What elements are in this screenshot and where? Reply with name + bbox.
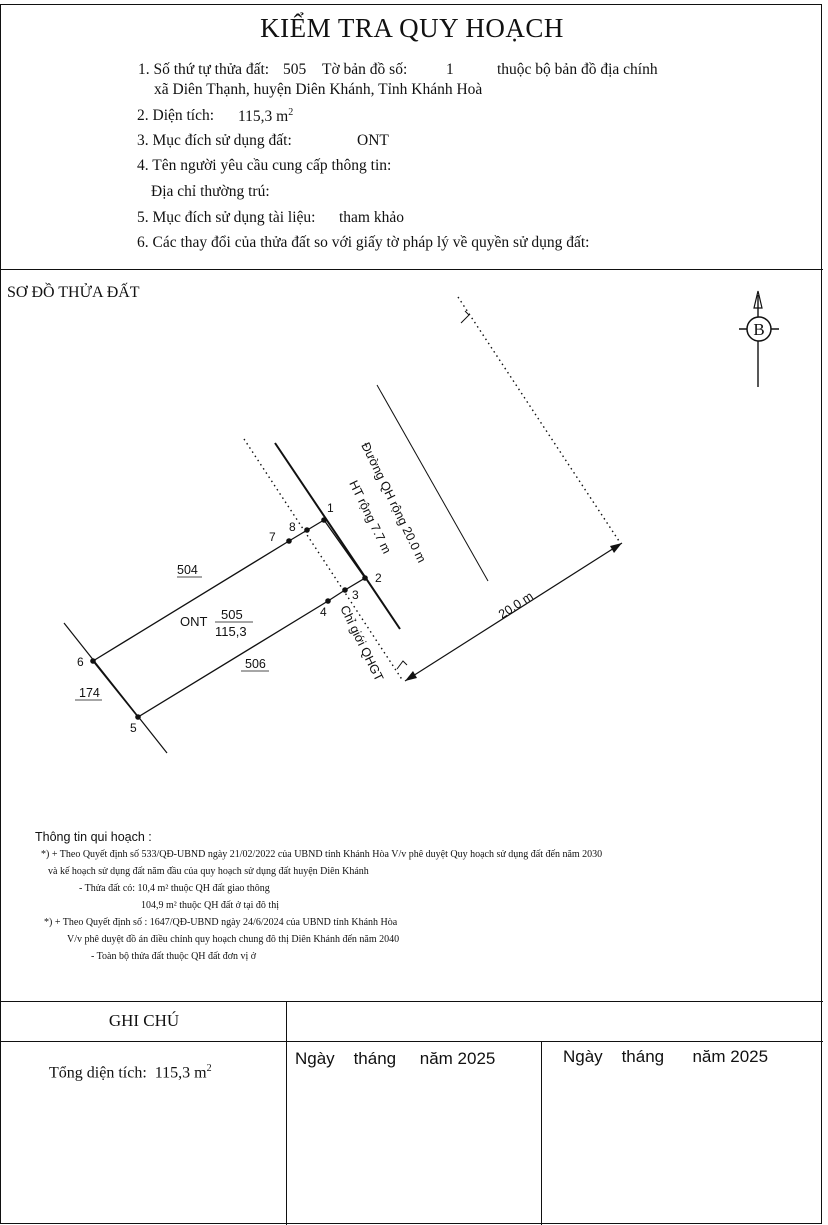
parcel-use-label: ONT [180, 614, 208, 629]
road-dotted-line [457, 296, 620, 542]
info-area: 115,3 m2 [238, 107, 294, 126]
info-purpose: tham khảo [339, 209, 404, 226]
parcel-number-label: 505 [221, 607, 243, 622]
parcel-vertices [90, 517, 368, 720]
footer-col-divider-1 [286, 1001, 287, 1225]
width-dimension-label: 20.0 m [496, 589, 536, 622]
parcel-diagram: B 1 2 3 4 [63, 290, 779, 754]
vertex-label-8: 8 [289, 520, 296, 534]
vertex-label-7: 7 [269, 530, 276, 544]
arrow-tick-top [460, 310, 470, 324]
info-line-6: 6. Các thay đổi của thửa đất so với giấy… [137, 234, 590, 251]
neighbor-west-label: 174 [79, 686, 100, 700]
north-label: B [753, 320, 764, 339]
section-title: SƠ ĐỒ THỬA ĐẤT [7, 284, 140, 301]
width-dimension-line [404, 542, 623, 682]
note-line-7: - Toàn bộ thửa đất thuộc QH đất đơn vị ở [91, 951, 257, 962]
parcel-area-label: 115,3 [215, 624, 247, 639]
planning-notes: Thông tin qui hoạch : *) + Theo Quyết đị… [35, 829, 602, 965]
note-line-2: và kế hoạch sử dụng đất năm đầu của quy … [48, 866, 369, 877]
dimension-arrowhead-end [610, 543, 622, 553]
info-parcel-number: 505 [283, 61, 307, 78]
vertex-label-5: 5 [130, 721, 137, 735]
info-line-5a: 5. Mục đích sử dụng tài liệu: [137, 209, 316, 226]
footer-col-divider-2 [541, 1041, 542, 1225]
ht-boundary-line [274, 442, 401, 630]
info-line-3a: 3. Mục đích sử dụng đất: [137, 132, 292, 149]
vertex-label-3: 3 [352, 588, 359, 602]
parcel-info: 1. Số thứ tự thửa đất: 505 Tờ bản đồ số:… [1, 61, 823, 273]
info-land-use: ONT [357, 132, 389, 149]
vertex-label-4: 4 [320, 605, 327, 619]
footer-mid-rule [1, 1041, 823, 1042]
vertex-label-2: 2 [375, 571, 382, 585]
ghi-chu-heading: GHI CHÚ [108, 1011, 180, 1030]
neighbor-north-label: 504 [177, 563, 198, 577]
note-line-1: *) + Theo Quyết định số 533/QĐ-UBND ngày… [41, 849, 603, 860]
note-line-5: *) + Theo Quyết định số : 1647/QĐ-UBND n… [44, 917, 398, 928]
note-line-6: V/v phê duyệt đồ án điều chỉnh quy hoạch… [67, 934, 400, 945]
note-line-3: - Thửa đất có: 10,4 m² thuộc QH đất giao… [79, 883, 270, 894]
date-right: Ngày tháng năm 2025 [563, 1047, 769, 1066]
planning-boundary-line [243, 438, 404, 682]
info-sheet-number: 1 [446, 61, 454, 78]
footer-table: GHI CHÚ Tổng diện tích: 115,3 m2 Ngày th… [1, 1001, 823, 1225]
document-title: KIỂM TRA QUY HOẠCH [260, 13, 564, 43]
section-divider [1, 269, 823, 270]
info-line-4: 4. Tên người yêu cầu cung cấp thông tin: [137, 157, 392, 174]
dimension-arrowhead-start [405, 671, 417, 681]
info-line-1c: thuộc bộ bản đồ địa chính [497, 61, 658, 78]
footer-top-rule [1, 1001, 823, 1002]
parcel-505-outline [92, 519, 366, 718]
date-left: Ngày tháng năm 2025 [295, 1049, 496, 1068]
boundary-label: Chỉ giới QHGT [337, 603, 386, 684]
document-sheet: KIỂM TRA QUY HOẠCH 1. Số thứ tự thửa đất… [0, 4, 823, 1225]
info-line-1a: 1. Số thứ tự thửa đất: [138, 61, 270, 78]
arrow-tick-bottom [396, 660, 408, 670]
total-area: Tổng diện tích: 115,3 m2 [49, 1063, 212, 1082]
road-edge-line [376, 384, 489, 582]
vertex-label-1: 1 [327, 501, 334, 515]
info-line-1b: Tờ bản đồ số: [322, 61, 408, 78]
info-line-1d: xã Diên Thạnh, huyện Diên Khánh, Tỉnh Kh… [154, 81, 483, 98]
notes-heading: Thông tin qui hoạch : [35, 830, 152, 844]
vertex-label-6: 6 [77, 655, 84, 669]
info-line-2a: 2. Diện tích: [137, 107, 215, 124]
info-line-4b: Địa chỉ thường trú: [151, 183, 270, 200]
note-line-4: 104,9 m² thuộc QH đất ở tại đô thị [141, 900, 279, 911]
neighbor-south-label: 506 [245, 657, 266, 671]
north-arrow-icon: B [739, 290, 779, 387]
